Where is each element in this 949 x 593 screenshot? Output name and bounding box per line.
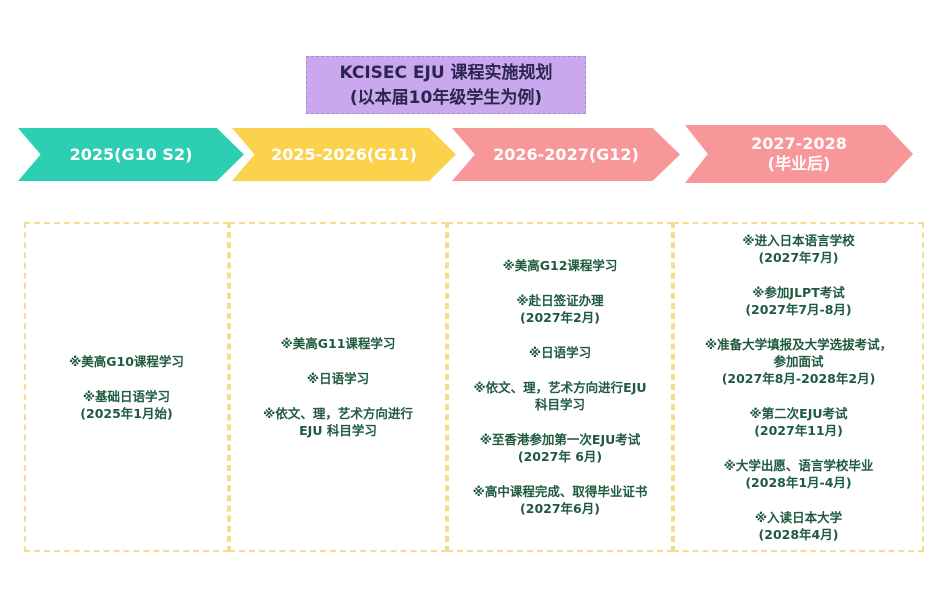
plan-item-line: ※赴日签证办理 (516, 293, 604, 308)
plan-item-line: ※准备大学填报及大学选拔考试， (704, 336, 893, 352)
plan-item-line: (2025年1月始) (80, 405, 173, 421)
plan-item: ※高中课程完成、取得毕业证书 (2027年6月) (473, 483, 648, 517)
column-box-4: ※进入日本语言学校(2027年7月)※参加JLPT考试(2027年7月-8月)※… (673, 222, 924, 552)
plan-item-line: 参加面试 (773, 353, 824, 369)
diagram-title: KCISEC EJU 课程实施规划 (以本届10年级学生为例) (306, 56, 586, 114)
plan-item: ※赴日签证办理 (2027年2月) (516, 292, 603, 326)
plan-item: ※准备大学填报及大学选拔考试，参加面试(2027年8月-2028年2月) (705, 336, 892, 387)
plan-item-line: ※进入日本语言学校 (742, 232, 855, 248)
plan-item-line: ※日语学习 (528, 345, 592, 360)
column-box-2: ※美高G11课程学习 ※日语学习 ※依文、理，艺术方向进行 EJU 科目学习 (229, 222, 447, 552)
plan-item-line: ※美高G10课程学习 (69, 353, 184, 369)
plan-item-line: (2027年2月) (520, 310, 600, 325)
phase-arrow-2: 2025-2026(G11) (232, 128, 456, 181)
plan-item-line: EJU 科目学习 (299, 423, 377, 438)
plan-item-line: (2027年6月) (520, 501, 600, 516)
plan-item: ※参加JLPT考试(2027年7月-8月) (745, 284, 851, 318)
plan-item-line: (2027年7月-8月) (745, 301, 852, 317)
column-box-3: ※美高G12课程学习 ※赴日签证办理 (2027年2月) ※日语学习 ※依文、理，艺术方… (447, 222, 673, 552)
plan-item-line: (2027年8月-2028年2月) (721, 370, 876, 386)
phase-label: 2025-2026(G11) (271, 144, 417, 164)
plan-item: ※至香港参加第一次EJU考试 (2027年 6月) (480, 431, 641, 465)
column-box-1: ※美高G10课程学习 ※基础日语学习(2025年1月始) (24, 222, 229, 552)
phase-label: 2025(G10 S2) (69, 144, 193, 164)
plan-item-line: ※参加JLPT考试 (752, 284, 845, 300)
plan-item: ※日语学习 (529, 344, 591, 361)
plan-item: ※美高G11课程学习 (281, 335, 396, 352)
plan-item-line: 科目学习 (534, 397, 585, 412)
plan-item: ※大学出愿、语言学校毕业(2028年1月-4月) (724, 457, 874, 491)
phase-arrow-3: 2026-2027(G12) (452, 128, 680, 181)
title-line-1: KCISEC EJU 课程实施规划 (339, 63, 553, 83)
plan-item: ※日语学习 (307, 370, 369, 387)
phase-sublabel: (毕业后) (767, 154, 831, 173)
phase-label: 2026-2027(G12) (493, 144, 639, 164)
plan-item-line: ※依文、理，艺术方向进行 (263, 406, 413, 421)
plan-item: ※依文、理，艺术方向进行EJU 科目学习 (474, 379, 647, 413)
plan-item-line: (2028年4月) (758, 526, 839, 542)
plan-item-line: ※美高G11课程学习 (280, 336, 396, 351)
title-line-2: (以本届10年级学生为例) (349, 88, 543, 108)
plan-item: ※美高G12课程学习 (503, 257, 618, 274)
plan-item-line: ※入读日本大学 (754, 509, 843, 525)
plan-item-line: (2027年11月) (754, 422, 843, 438)
phase-arrow-1: 2025(G10 S2) (18, 128, 244, 181)
plan-item: ※依文、理，艺术方向进行 EJU 科目学习 (263, 405, 413, 439)
plan-item-line: ※第二次EJU考试 (749, 405, 848, 421)
plan-item-line: ※美高G12课程学习 (502, 258, 618, 273)
plan-item: ※入读日本大学(2028年4月) (755, 509, 842, 543)
plan-item-line: ※日语学习 (306, 371, 370, 386)
plan-item-line: (2027年 6月) (517, 449, 603, 464)
plan-item: ※进入日本语言学校(2027年7月) (742, 232, 854, 266)
plan-item: ※第二次EJU考试(2027年11月) (750, 405, 848, 439)
plan-item-line: ※基础日语学习 (82, 388, 171, 404)
plan-item-line: ※高中课程完成、取得毕业证书 (472, 484, 648, 499)
plan-item-line: ※依文、理，艺术方向进行EJU (473, 380, 647, 395)
phase-arrow-4: 2027-2028(毕业后) (685, 125, 913, 183)
plan-item: ※基础日语学习(2025年1月始) (80, 388, 172, 422)
plan-item-line: (2027年7月) (758, 249, 839, 265)
plan-item: ※美高G10课程学习 (69, 353, 184, 370)
plan-item-line: (2028年1月-4月) (745, 474, 852, 490)
plan-item-line: ※至香港参加第一次EJU考试 (479, 432, 641, 447)
phase-label: 2027-2028 (751, 134, 847, 153)
plan-item-line: ※大学出愿、语言学校毕业 (723, 457, 874, 473)
